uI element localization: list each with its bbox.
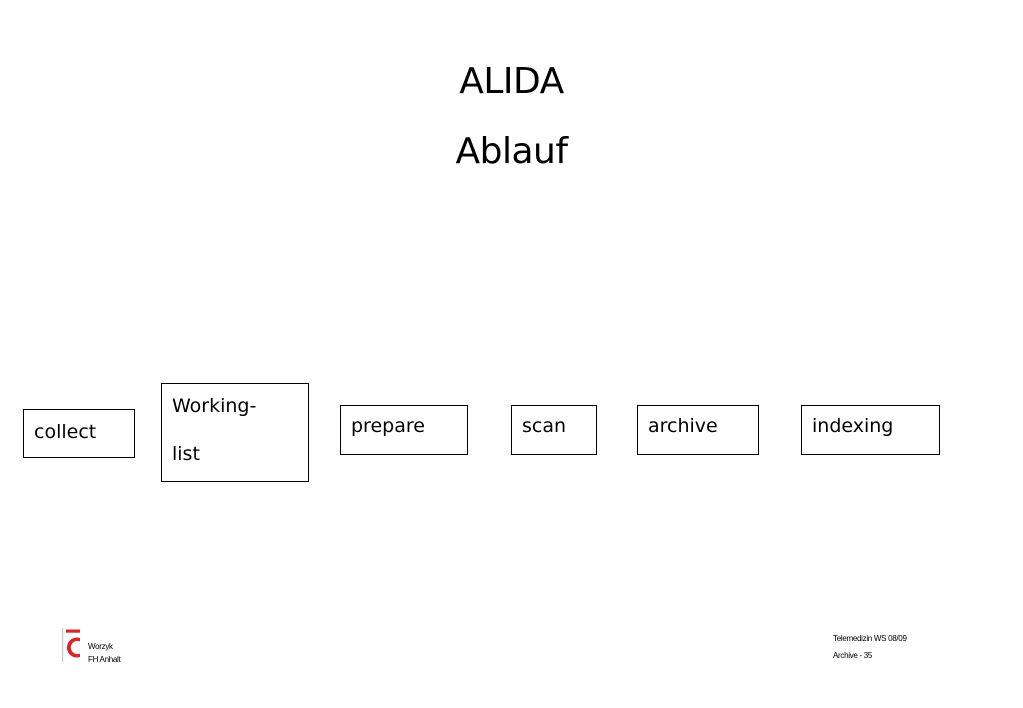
fh-anhalt-logo-icon <box>62 628 80 662</box>
step-working-list: Working- list <box>161 383 309 482</box>
step-indexing-label: indexing <box>812 415 894 437</box>
footer-institute: FH Anhalt <box>88 655 121 664</box>
slide-title: ALIDA <box>459 61 564 102</box>
step-prepare: prepare <box>340 405 468 455</box>
step-archive: archive <box>637 405 759 455</box>
step-archive-label: archive <box>648 415 718 437</box>
footer-course: Telemedizin WS 08/09 <box>833 634 907 643</box>
step-working-list-label-line2: list <box>172 443 200 465</box>
step-scan: scan <box>511 405 597 455</box>
footer-page-number: Archive - 35 <box>833 651 873 660</box>
step-working-list-label-line1: Working- <box>172 395 257 417</box>
step-scan-label: scan <box>522 415 567 437</box>
footer-author: Worzyk <box>88 642 113 651</box>
slide-subtitle: Ablauf <box>455 131 568 172</box>
step-indexing: indexing <box>801 405 940 455</box>
step-collect-label: collect <box>34 421 97 443</box>
step-prepare-label: prepare <box>351 415 425 437</box>
step-collect: collect <box>23 409 135 458</box>
